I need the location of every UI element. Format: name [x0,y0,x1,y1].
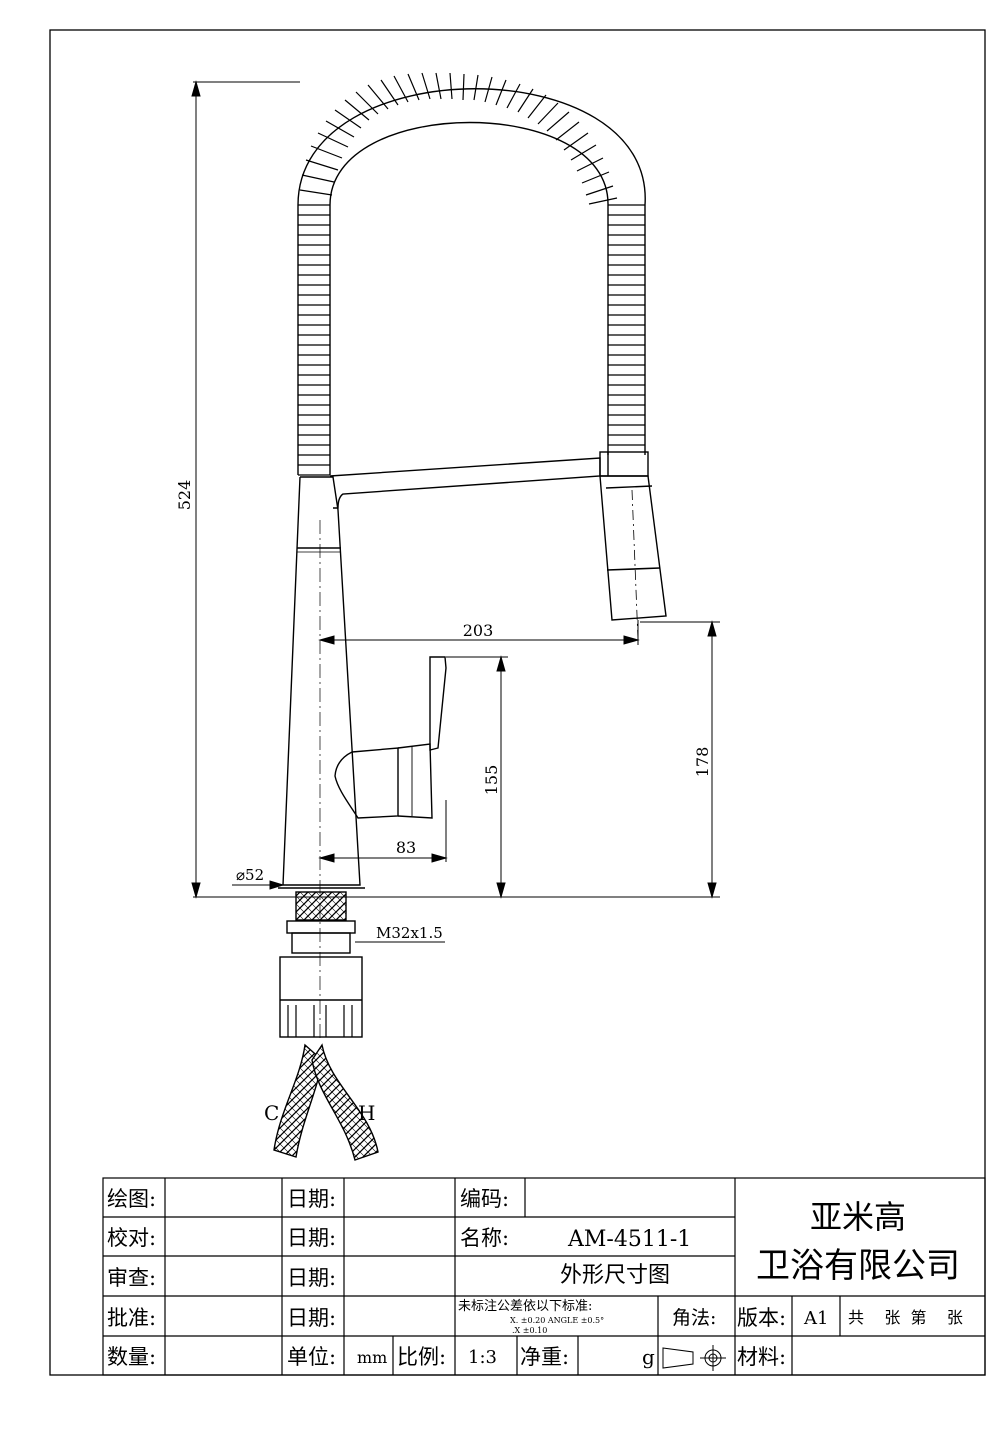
drawing-frame [49,29,986,1376]
spout-clip [599,451,649,477]
version-value: A1 [803,1308,828,1329]
nut-ring [286,920,356,934]
label-cold-hose: C [264,1101,279,1125]
dim-thread: M32x1.5 [376,924,443,942]
dimension-labels: 524 203 178 155 83 ⌀52 M32x1.5 C H [175,480,712,1125]
net-weight-unit: g [642,1345,655,1369]
date-label-3: 日期: [287,1266,336,1290]
sprayer-head [599,475,667,621]
approved-label: 批准: [107,1306,156,1330]
dimension-lines [191,80,720,943]
reviewed-label: 审查: [107,1266,156,1290]
handle-lever [429,656,447,751]
drawing-title: 外形尺寸图 [560,1263,670,1288]
date-label-1: 日期: [287,1187,336,1211]
tolerance-line1: X. ±0.20 ANGLE ±0.5° [510,1316,604,1325]
scale-value: 1:3 [468,1347,497,1368]
company-line1: 亚米高 [810,1198,906,1236]
dim-handle-height: 155 [482,765,501,796]
model-number: AM-4511-1 [567,1227,691,1252]
spout-arm [329,457,601,509]
version-label: 版本: [737,1306,786,1330]
sprayer-centerline [631,489,639,641]
date-label-2: 日期: [287,1226,336,1250]
unit-label: 单位: [287,1345,336,1369]
faucet-body [282,476,361,886]
spring-hose-inner [329,121,609,475]
projection-label: 角法: [672,1307,716,1329]
company-line2: 卫浴有限公司 [756,1246,960,1286]
spring-coils [298,72,645,476]
net-weight-label: 净重: [520,1345,569,1369]
cold-hose [273,1043,323,1158]
dim-spout-reach: 203 [463,621,494,640]
dim-base-diameter: ⌀52 [236,866,264,884]
drawn-label: 绘图: [107,1187,156,1211]
quantity-label: 数量: [107,1345,156,1369]
label-hot-hose: H [358,1101,375,1125]
mounting-nut [279,956,363,1038]
tolerance-line2: .X ±0.10 [512,1326,547,1335]
dim-outlet-height: 178 [693,747,712,778]
threaded-shank [295,891,347,921]
dim-handle-reach: 83 [396,838,416,857]
name-label: 名称: [460,1226,509,1250]
hot-hose [311,1043,379,1161]
date-label-4: 日期: [287,1306,336,1330]
material-label: 材料: [737,1345,786,1369]
checked-label: 校对: [107,1226,156,1250]
unit-value: mm [357,1348,387,1367]
title-block-grid [102,1177,986,1376]
code-label: 编码: [460,1187,509,1211]
nut-ring-2 [291,932,351,954]
handle-housing [334,747,399,819]
sheets-text: 共 张 第 张 [848,1308,963,1327]
faucet [273,72,667,1161]
handle-cap [397,743,433,819]
tolerance-title: 未标注公差依以下标准: [458,1299,592,1314]
dim-height-total: 524 [175,480,194,511]
scale-label: 比例: [397,1345,446,1369]
projection-icon [662,1345,726,1371]
title-block-text: 绘图: 校对: 审查: 批准: 数量: 日期: 日期: 日期: 日期: 单位: … [107,1187,963,1369]
